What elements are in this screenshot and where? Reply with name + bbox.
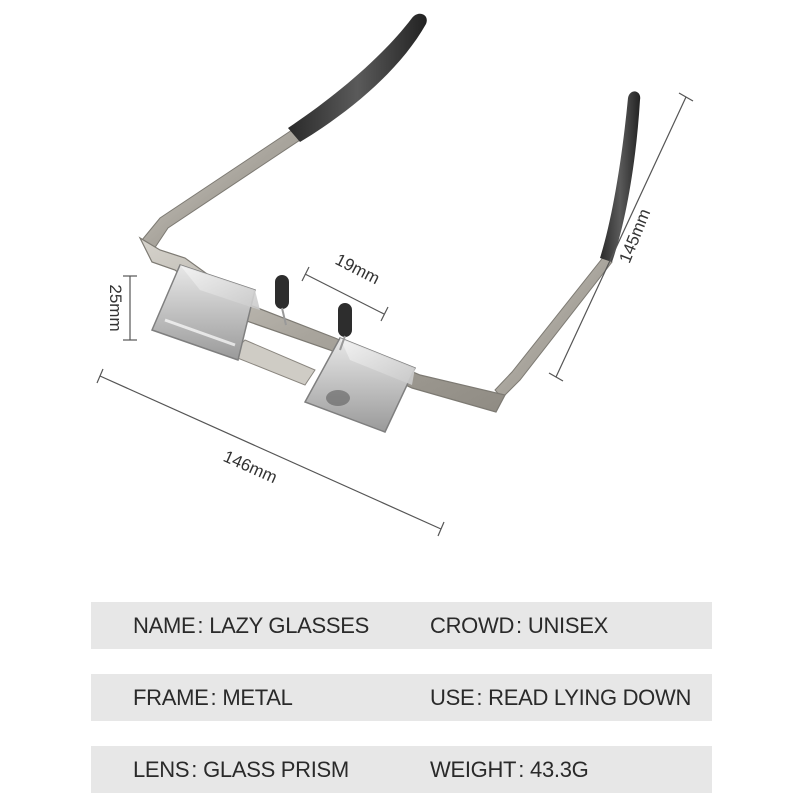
left-temple (141, 13, 427, 253)
spec-lens: LENS:GLASS PRISM (133, 757, 349, 782)
left-prism (150, 264, 260, 361)
dimension-lens-height: 25mm (106, 275, 137, 341)
spec-row: FRAME:METAL USE:READ LYING DOWN (91, 674, 712, 721)
glasses-illustration: 25mm 19mm 146mm 145mm (96, 13, 694, 537)
spec-row: NAME:LAZY GLASSES CROWD:UNISEX (91, 602, 712, 649)
right-prism (303, 337, 417, 433)
dimension-temple-length: 145mm (548, 92, 694, 382)
spec-frame: FRAME:METAL (133, 685, 293, 710)
spec-crowd: CROWD:UNISEX (430, 613, 608, 638)
lens-height-label: 25mm (106, 284, 125, 331)
spec-weight: WEIGHT:43.3G (430, 757, 589, 782)
spec-name: NAME:LAZY GLASSES (133, 613, 370, 638)
spec-use: USE:READ LYING DOWN (430, 685, 692, 710)
spec-row: LENS:GLASS PRISM WEIGHT:43.3G (91, 746, 712, 793)
nose-pads (275, 275, 352, 351)
lens-width-label: 19mm (332, 250, 383, 288)
